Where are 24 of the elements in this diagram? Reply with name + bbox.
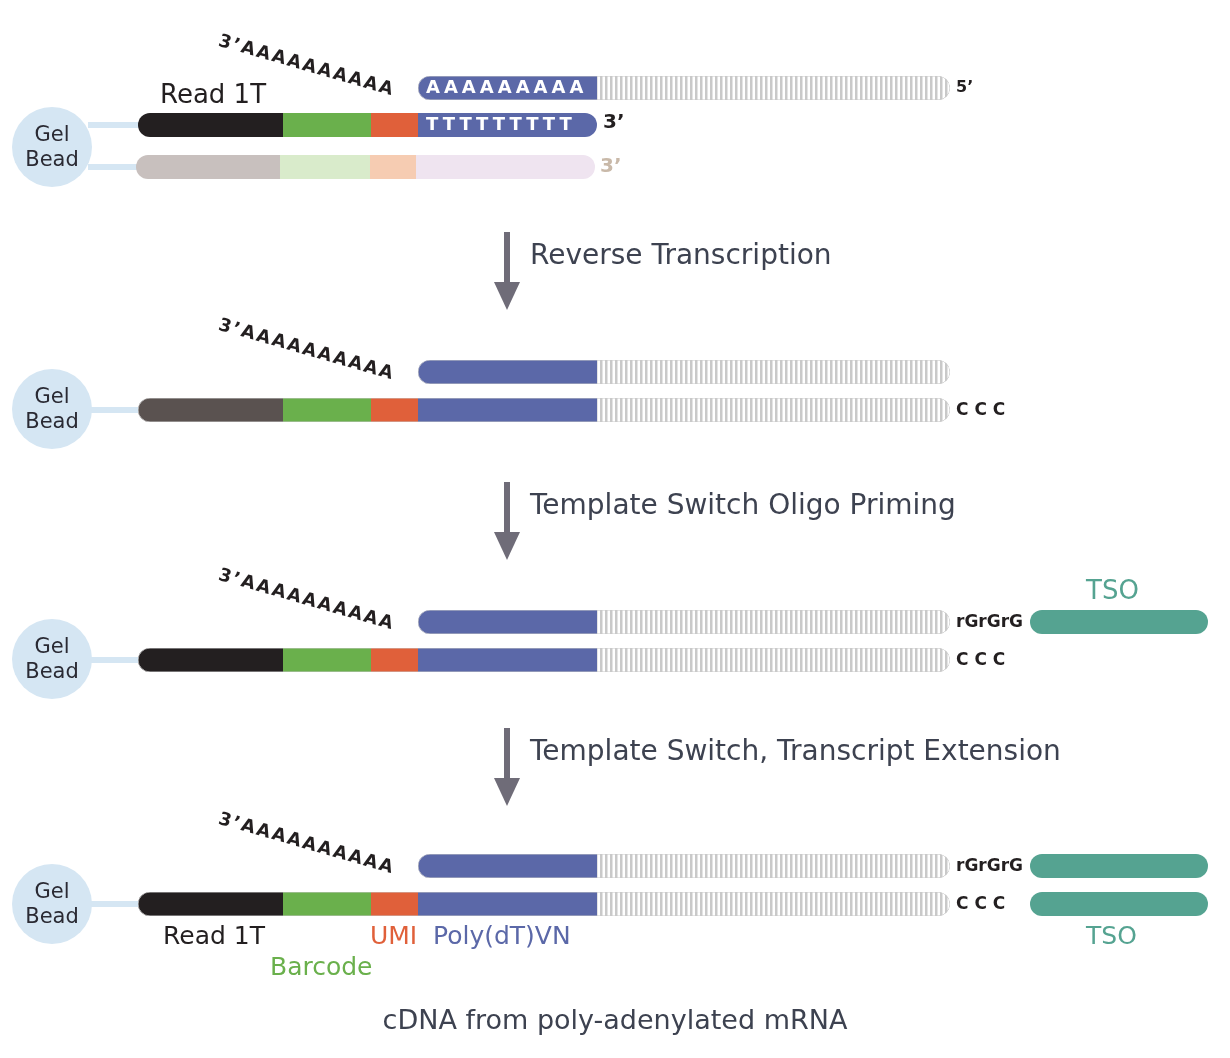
gel-bead-circle: Gel Bead xyxy=(12,619,92,699)
segment-label: UMI xyxy=(370,922,418,950)
strand-end-label: 3’ xyxy=(603,110,625,132)
sequence-label: TTTTTTTTT xyxy=(426,114,576,134)
gel-bead-circle: Gel Bead xyxy=(12,369,92,449)
strand-end-label: rGrGrG xyxy=(956,612,1023,631)
strand-end-label: C C C xyxy=(956,894,1006,913)
sequence-label: AAAAAAAAA xyxy=(426,77,588,97)
step-label: Template Switch Oligo Priming xyxy=(530,490,956,521)
strand-end-label: 5’ xyxy=(956,78,974,96)
gel-bead-circle: Gel Bead xyxy=(12,864,92,944)
segment-label: Barcode xyxy=(270,953,373,981)
gel-bead-circle: Gel Bead xyxy=(12,107,92,187)
strand-end-label: C C C xyxy=(956,400,1006,419)
segment-label: Read 1T xyxy=(163,922,265,950)
step-label: Reverse Transcription xyxy=(530,240,832,271)
step-label: Template Switch, Transcript Extension xyxy=(530,736,1061,767)
segment-label: TSO xyxy=(1086,576,1139,605)
segment-label: TSO xyxy=(1086,922,1137,950)
segment-label: Poly(dT)VN xyxy=(433,922,571,950)
strand-end-label: 3’ xyxy=(600,154,622,176)
strand-end-label: rGrGrG xyxy=(956,856,1023,875)
strand-end-label: C C C xyxy=(956,650,1006,669)
caption: cDNA from poly-adenylated mRNA xyxy=(381,1005,849,1035)
